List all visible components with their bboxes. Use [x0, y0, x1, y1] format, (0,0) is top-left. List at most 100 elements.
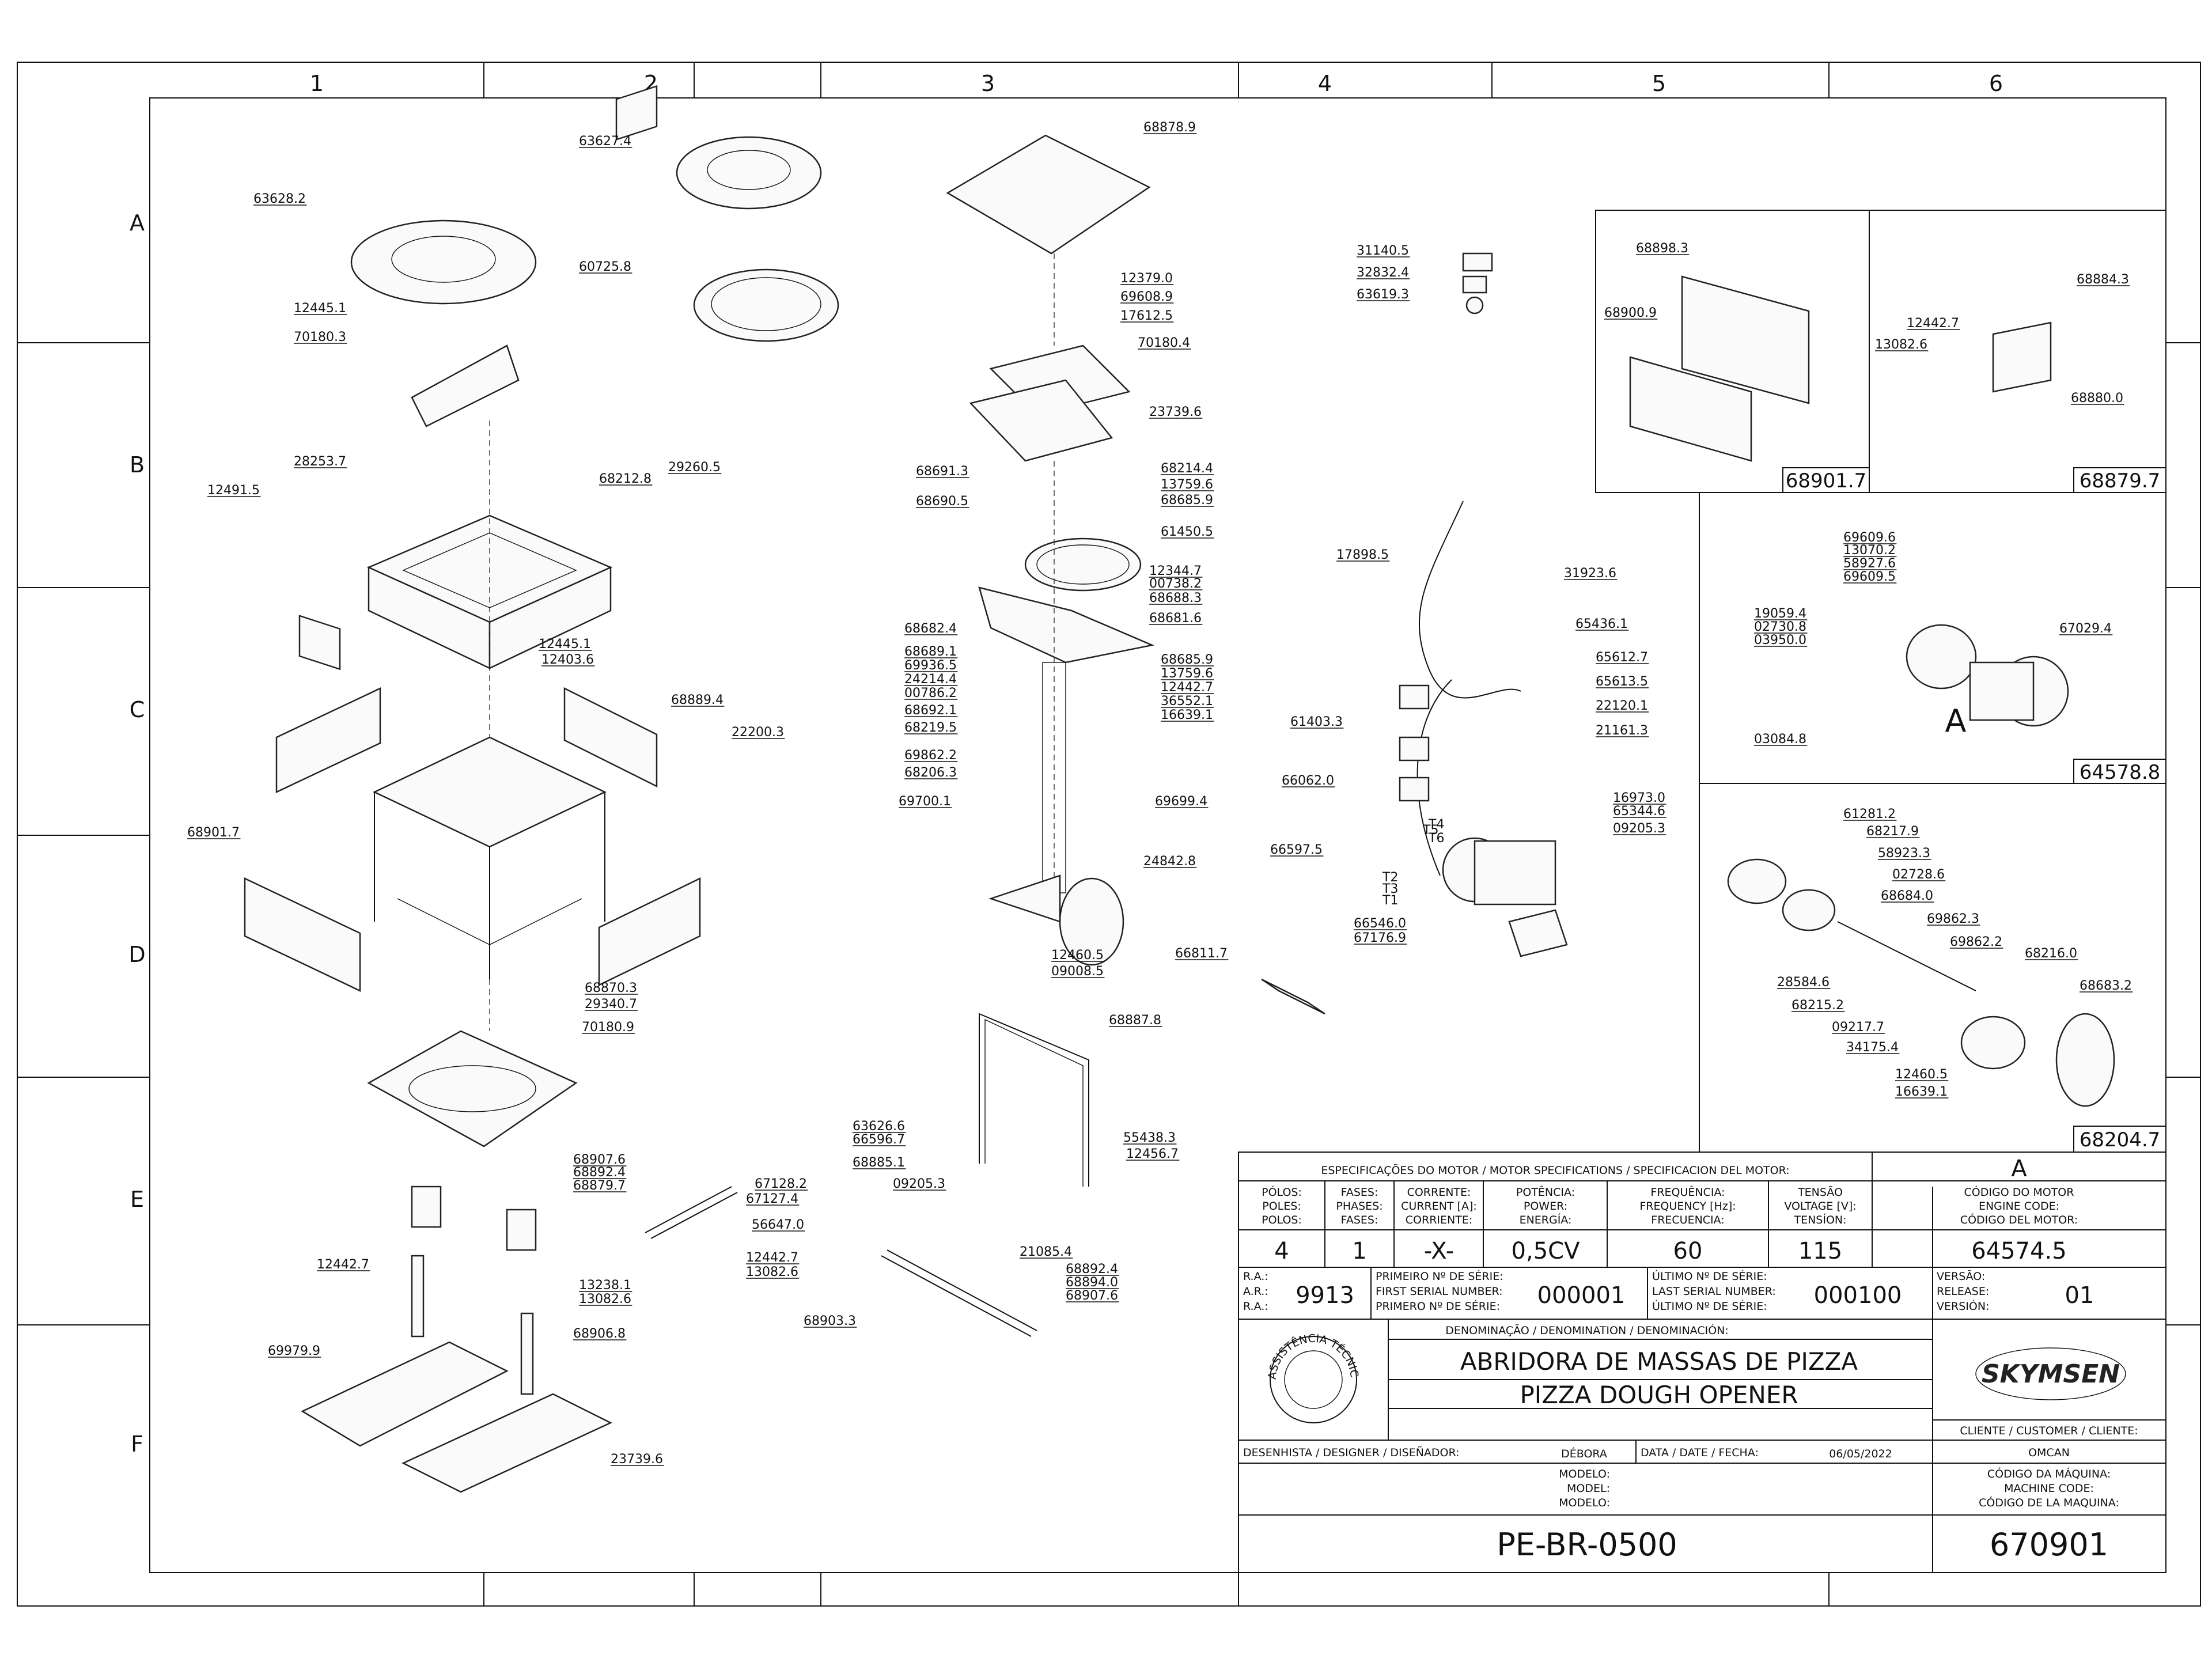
callout-group1-6: 12491.5 — [207, 483, 260, 498]
last-serial-label-1: ÚLTIMO Nº DE SÉRIE: — [1652, 1269, 1767, 1283]
dish-1-part — [676, 136, 822, 210]
callout-inset3-1: 13070.2 — [1843, 543, 1896, 558]
callout-inset3-2: 58927.6 — [1843, 556, 1896, 571]
callout-motor_labels-4: T3 — [1382, 882, 1398, 896]
callout-group4-18: 66811.7 — [1175, 946, 1228, 961]
callout-group3-30: 69700.1 — [899, 794, 951, 809]
motor-col-value-3: 0,5CV — [1512, 1238, 1581, 1264]
bracket-66811-part — [1261, 978, 1325, 1015]
callout-group3-27: 16639.1 — [1161, 708, 1213, 722]
grid-row-b: B — [130, 452, 145, 478]
callout-group3-28: 69862.2 — [904, 748, 957, 763]
callout-group3-13: 00738.2 — [1149, 577, 1202, 591]
callout-group3-24: 13759.6 — [1161, 666, 1213, 681]
title-block: ESPECIFICAÇÕES DO MOTOR / MOTOR SPECIFIC… — [0, 0, 2166, 1573]
callout-group3-50: 68894.0 — [1066, 1275, 1118, 1290]
callout-inset4-5: 69862.3 — [1927, 912, 1979, 926]
motor-col-header-2-1: CURRENT [A]: — [1401, 1200, 1477, 1213]
disc-part — [2055, 1013, 2115, 1107]
callout-group1-17: 68879.7 — [573, 1179, 626, 1193]
callout-inset3-5: 02730.8 — [1754, 620, 1806, 634]
grid-row-d: D — [128, 942, 145, 967]
callout-group3-1: 12379.0 — [1120, 271, 1173, 286]
machine-code-label-1: CÓDIGO DA MÁQUINA: — [1987, 1467, 2111, 1480]
first-serial-label-2: FIRST SERIAL NUMBER: — [1376, 1285, 1503, 1298]
callout-inset4-9: 68215.2 — [1791, 998, 1844, 1013]
callout-group3-12: 12344.7 — [1149, 564, 1202, 578]
door-gasket-part — [1629, 356, 1752, 462]
callout-motor_labels-5: T1 — [1382, 893, 1398, 908]
first-serial-label-3: PRIMERO Nº DE SÉRIE: — [1376, 1300, 1500, 1313]
callout-inset4-4: 68684.0 — [1881, 889, 1933, 903]
callout-group3-17: 68689.1 — [904, 645, 957, 659]
callout-group4-6: 65612.7 — [1596, 650, 1648, 665]
dish-2-part — [693, 268, 839, 342]
motor-spec-header: ESPECIFICAÇÕES DO MOTOR / MOTOR SPECIFIC… — [1321, 1164, 1789, 1177]
power-cord-part — [1418, 501, 1521, 699]
motor-col-value-5: 115 — [1798, 1238, 1842, 1264]
callout-group2-1: 60725.8 — [579, 260, 631, 274]
callout-inset4-0: 61281.2 — [1843, 807, 1896, 821]
version-label-1: VERSÃO: — [1937, 1270, 1985, 1283]
version-label-2: RELEASE: — [1937, 1285, 1989, 1298]
callout-group3-5: 23739.6 — [1149, 405, 1202, 419]
model-label-2: MODEL: — [1567, 1482, 1610, 1495]
callout-group3-20: 00786.2 — [904, 686, 957, 700]
callout-group2-0: 63627.4 — [579, 134, 631, 149]
motor-col-value-4: 60 — [1673, 1238, 1703, 1264]
authorized-service-seal — [1270, 1336, 1357, 1423]
callout-group1-11: 68901.7 — [187, 825, 240, 840]
callout-group3-2: 69608.9 — [1120, 290, 1173, 304]
callout-inset4-3: 02728.6 — [1892, 868, 1945, 882]
grid-row-a: A — [130, 210, 145, 236]
motor-col-header-4-2: FRECUENCIA: — [1651, 1214, 1724, 1226]
seal-text: ASSISTÊNCIA TÉCNICA AUTORIZADA — [0, 0, 1361, 1380]
panel-front-right-part — [598, 877, 701, 986]
lower-spider-part — [969, 379, 1113, 462]
inset-panels: 68901.7 68879.7 64578.8 68204.7 A — [1595, 210, 2166, 1153]
grid-row-f: F — [131, 1431, 143, 1457]
callout-group4-1: 32832.4 — [1357, 266, 1409, 280]
callout-group1-22: 69979.9 — [268, 1344, 320, 1358]
callout-inset3-8: 03084.8 — [1754, 732, 1806, 747]
version-value: 01 — [2065, 1282, 2094, 1309]
callout-group3-37: 66596.7 — [853, 1132, 905, 1147]
callout-group1-2: 70180.3 — [294, 330, 346, 344]
motor-col-header-2-0: CORRENTE: — [1407, 1186, 1471, 1199]
dish-ring-part — [350, 219, 537, 305]
callout-inset2-0: 12442.7 — [1907, 316, 1959, 331]
callout-group1-18: 12442.7 — [317, 1257, 369, 1272]
button-63619-part — [1465, 296, 1484, 315]
callout-group4-10: 61403.3 — [1290, 715, 1343, 729]
callout-group4-2: 63619.3 — [1357, 287, 1409, 302]
callout-group3-43: 67127.4 — [746, 1192, 798, 1206]
grid-col-1: 1 — [310, 71, 324, 96]
callout-group3-33: 12460.5 — [1051, 948, 1104, 963]
motor-col-header-6-0: CÓDIGO DO MOTOR — [1964, 1185, 2074, 1199]
callout-inset4-13: 12460.5 — [1895, 1067, 1948, 1082]
callout-group4-17: 67176.9 — [1354, 931, 1406, 945]
inset-marker-a: A — [1945, 703, 1967, 739]
contactor-part — [1399, 777, 1430, 802]
callout-group1-20: 13082.6 — [579, 1292, 631, 1306]
callout-group3-40: 55438.3 — [1123, 1131, 1176, 1145]
callout-inset1-1: 68900.9 — [1604, 306, 1657, 320]
shaft-part — [645, 1186, 732, 1233]
inset-code-1: 68901.7 — [1786, 469, 1867, 493]
motor-col-header-0-2: POLOS: — [1262, 1214, 1302, 1226]
callout-group3-36: 63626.6 — [853, 1119, 905, 1134]
callout-group3-38: 68885.1 — [853, 1156, 905, 1170]
customer-label: CLIENTE / CUSTOMER / CLIENTE: — [1960, 1425, 2138, 1437]
callout-group3-16: 68682.4 — [904, 622, 957, 636]
pulley-part — [1960, 1016, 2026, 1070]
callout-group3-4: 70180.4 — [1138, 336, 1190, 350]
machine-code-label-3: CÓDIGO DE LA MAQUINA: — [1979, 1495, 2119, 1509]
callout-group1-3: 28253.7 — [294, 454, 346, 469]
callout-motor_labels-2: T6 — [1428, 831, 1444, 846]
denomination-label: DENOMINAÇÃO / DENOMINATION / DENOMINACIÓ… — [1445, 1323, 1729, 1337]
arm-part — [978, 586, 1155, 664]
lever-shaft-part — [881, 1255, 1032, 1337]
callout-group3-10: 68685.9 — [1161, 493, 1213, 507]
grid-col-6: 6 — [1989, 71, 2003, 96]
